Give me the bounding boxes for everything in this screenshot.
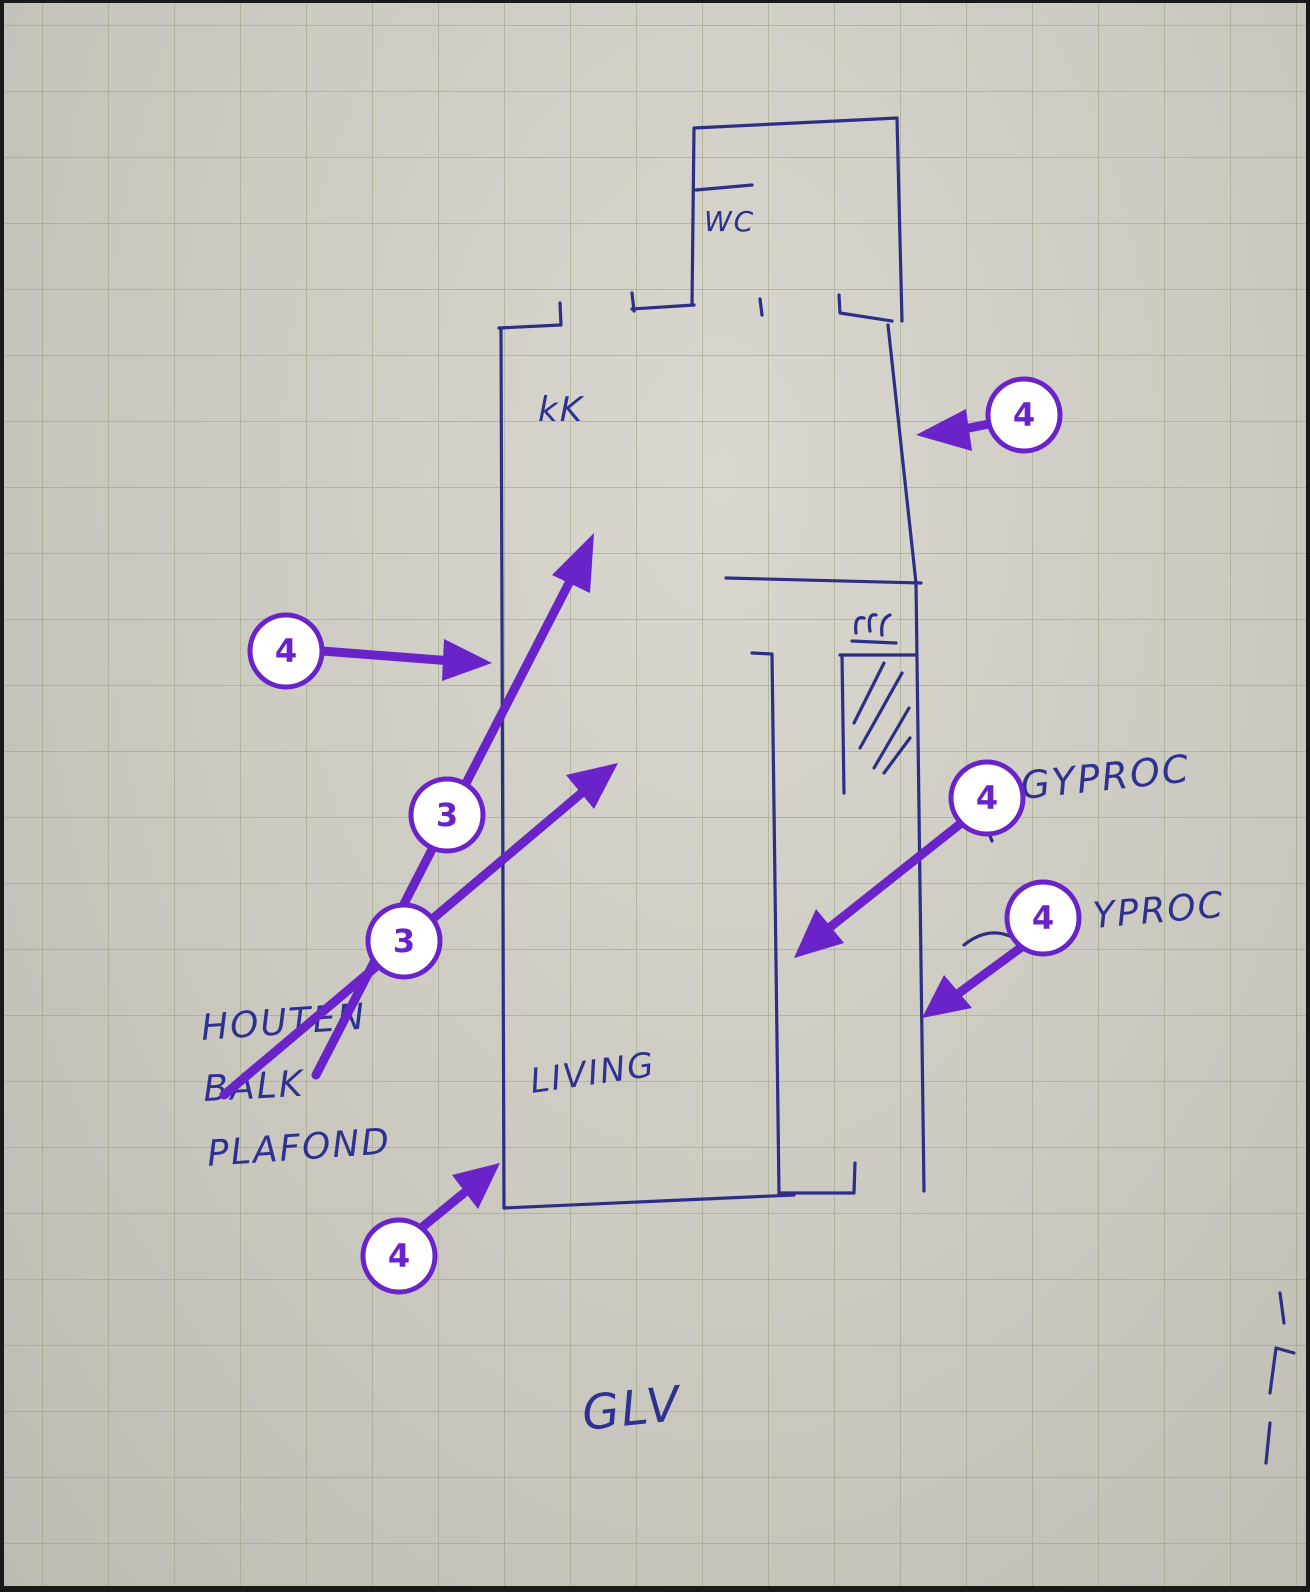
- marker-badges: 4 4 3 3 4 4 4: [247, 376, 1082, 1295]
- svg-text:4: 4: [1032, 899, 1054, 937]
- arrowhead-m5: [794, 909, 844, 958]
- arrowhead-m6: [922, 975, 972, 1018]
- floor-plan-drawing: WC kK LIVING GLV GYPROC YPROC HOUTEN BAL…: [200, 116, 1296, 1465]
- svg-text:3: 3: [436, 796, 458, 834]
- label-gyproc-2: YPROC: [1091, 885, 1226, 937]
- arrowhead-m4: [566, 763, 618, 809]
- svg-text:4: 4: [976, 779, 998, 817]
- shaft-box: [838, 653, 918, 795]
- annotation-arrows: [219, 409, 1039, 1243]
- svg-text:4: 4: [1013, 396, 1035, 434]
- marker-badge: 4: [948, 759, 1026, 837]
- arrowhead-m1: [916, 409, 972, 451]
- label-kk: kK: [538, 390, 585, 430]
- marker-badge: 4: [985, 376, 1063, 454]
- gyproc-hook: [962, 931, 1016, 947]
- arrowhead-m7: [452, 1163, 500, 1209]
- svg-text:4: 4: [388, 1237, 410, 1275]
- wc-walls: [630, 116, 904, 323]
- wc-door-line: [694, 183, 754, 192]
- arrow-m5: [824, 808, 979, 933]
- outer-wall-left: [497, 301, 796, 1210]
- label-wc: WC: [704, 205, 755, 238]
- floor-plan-lines: [497, 116, 1016, 1210]
- grid-paper-sketch: WC kK LIVING GLV GYPROC YPROC HOUTEN BAL…: [4, 3, 1306, 1586]
- svg-text:3: 3: [393, 922, 415, 960]
- label-living: LIVING: [528, 1045, 658, 1102]
- label-plafond: PLAFOND: [206, 1121, 393, 1175]
- marker-badge: 3: [365, 902, 443, 980]
- stove-symbol: [850, 613, 898, 645]
- svg-text:4: 4: [275, 632, 297, 670]
- label-glv: GLV: [579, 1376, 685, 1442]
- shaft-hatch: [852, 661, 912, 775]
- marker-badge: 4: [247, 612, 325, 690]
- marker-badge: 4: [1004, 879, 1082, 957]
- arrow-m2: [317, 646, 457, 666]
- handwritten-labels: WC kK LIVING GLV GYPROC YPROC HOUTEN BAL…: [200, 205, 1296, 1465]
- label-gyproc-1: GYPROC: [1018, 746, 1192, 808]
- partition-stub: [750, 651, 857, 1195]
- partition-horizontal: [724, 576, 923, 585]
- arrowhead-m3: [552, 533, 594, 593]
- edge-scribbles: [1264, 1291, 1296, 1465]
- arrowhead-m2: [442, 639, 492, 681]
- marker-badge: 4: [360, 1217, 438, 1295]
- marker-badge: 3: [408, 776, 486, 854]
